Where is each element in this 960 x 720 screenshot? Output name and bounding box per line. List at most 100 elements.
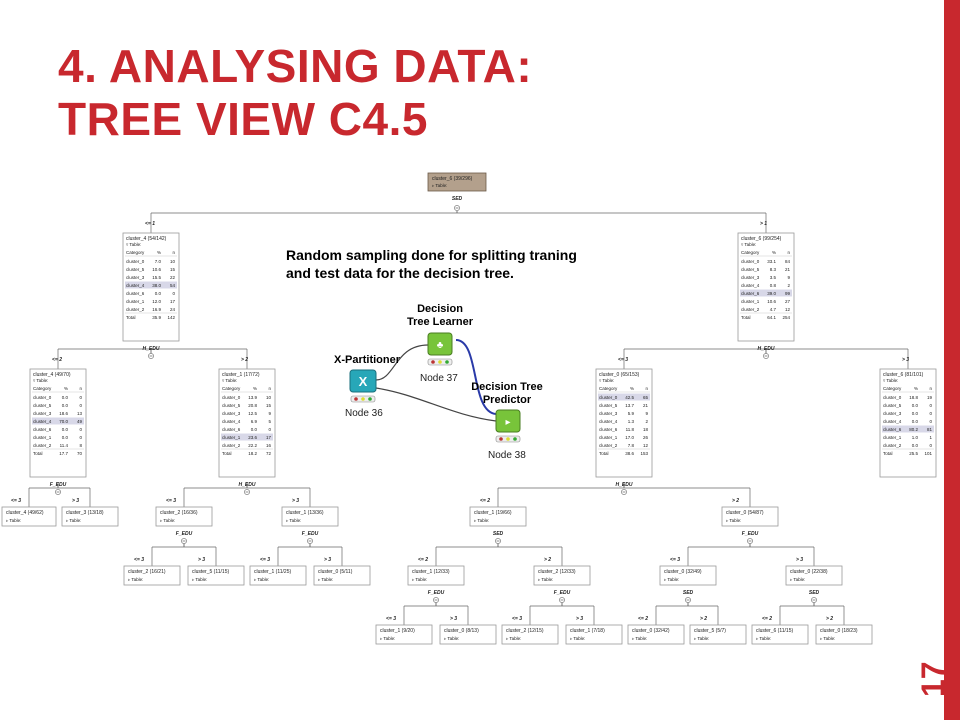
leaf-table-label: ▹ Table: — [192, 577, 207, 582]
tree-leaf[interactable]: cluster_2 (12/15)▹ Table: — [501, 624, 559, 645]
leaf-table-label: ▹ Table: — [506, 636, 521, 641]
leaf-table-label: ▹ Table: — [6, 518, 21, 523]
split-attribute-label: SED — [493, 531, 504, 537]
tree-leaf[interactable]: cluster_2 (16/21)▹ Table: — [123, 565, 181, 586]
tree-leaf[interactable]: cluster_5 (5/7)▹ Table: — [689, 624, 747, 645]
tree-leaf[interactable]: cluster_1 (13/36)▹ Table: — [281, 506, 339, 527]
tree-leaf[interactable]: cluster_3 (13/18)▹ Table: — [61, 506, 119, 527]
col-category-header: Category — [126, 250, 145, 255]
tree-node[interactable]: cluster_4 (49/70)▿ Table:Category%nclust… — [29, 368, 87, 478]
node-table-label: ▿ Table: — [599, 378, 614, 383]
connector-partitioner-predictor — [375, 387, 497, 422]
tree-leaf[interactable]: cluster_0 (32/42)▹ Table: — [627, 624, 685, 645]
tree-leaf[interactable]: cluster_1 (12/33)▹ Table: — [407, 565, 465, 586]
leaf-table-label: ▹ Table: — [380, 636, 395, 641]
tree-leaf[interactable]: cluster_4 (49/62)▹ Table: — [1, 506, 57, 527]
tree-leaf[interactable]: cluster_0 (54/87)▹ Table: — [721, 506, 779, 527]
cell-category: Total — [883, 451, 893, 456]
node-title: cluster_4 (49/70) — [33, 372, 71, 378]
node-table-label: ▿ Table: — [741, 242, 756, 247]
cell-n: 10 — [266, 395, 272, 400]
split-attribute-label: F_EDU — [554, 590, 571, 596]
highlight-row — [740, 289, 792, 297]
branch-condition-label: > 3 — [324, 557, 331, 563]
leaf-title: cluster_6 (11/15) — [756, 628, 793, 634]
node-table-label: ▿ Table: — [126, 242, 141, 247]
cell-pct: 39.0 — [767, 291, 776, 296]
highlight-row — [598, 393, 650, 401]
cell-category: cluster_5 — [126, 267, 145, 272]
cell-category: cluster_1 — [33, 435, 52, 440]
leaf-table-label: ▹ Table: — [694, 636, 709, 641]
tree-node[interactable]: cluster_6 (99/254)▿ Table:Category%nclus… — [737, 232, 795, 342]
branch-condition-label: > 1 — [760, 221, 767, 227]
tree-node[interactable]: cluster_4 (54/142)▿ Table:Category%nclus… — [122, 232, 180, 342]
cell-category: cluster_1 — [599, 435, 618, 440]
split-attribute-label: SED — [809, 590, 820, 596]
partitioner-node[interactable]: X — [349, 369, 377, 403]
predictor-node[interactable]: ▸ — [495, 409, 521, 443]
tree-leaf[interactable]: cluster_2 (12/33)▹ Table: — [533, 565, 591, 586]
learner-node[interactable]: ♣ — [427, 332, 453, 366]
col-n-header: n — [929, 386, 932, 391]
cell-n: 0 — [929, 419, 932, 424]
tree-learner-glyph-icon: ♣ — [437, 340, 444, 351]
cell-pct: 11.8 — [626, 427, 635, 432]
branch-condition-label: <= 2 — [52, 357, 62, 363]
leaf-box — [281, 506, 339, 527]
title-line-1: 4. ANALYSING DATA: — [58, 40, 533, 92]
tree-leaf[interactable]: cluster_0 (22/38)▹ Table: — [785, 565, 843, 586]
leaf-box — [187, 565, 245, 586]
col-pct-header: % — [253, 386, 257, 391]
cell-category: cluster_4 — [883, 419, 902, 424]
leaf-title: cluster_2 (16/21) — [128, 569, 166, 575]
leaf-table-label: ▹ Table: — [444, 636, 459, 641]
leaf-box — [375, 624, 433, 645]
tree-node[interactable]: cluster_0 (65/153)▿ Table:Category%nclus… — [595, 368, 653, 478]
leaf-title: cluster_3 (13/18) — [66, 510, 104, 516]
leaf-box — [249, 565, 307, 586]
cell-n: 9 — [268, 411, 271, 416]
branch-condition-label: > 2 — [700, 616, 707, 622]
leaf-table-label: ▹ Table: — [538, 577, 553, 582]
cell-n: 21 — [785, 267, 791, 272]
cell-pct: 0.0 — [251, 427, 258, 432]
cell-pct: 10.6 — [767, 299, 776, 304]
tree-leaf[interactable]: cluster_0 (5/11)▹ Table: — [313, 565, 371, 586]
root-title: cluster_6 (39/296) — [432, 176, 473, 182]
tree-leaf[interactable]: cluster_1 (7/18)▹ Table: — [565, 624, 623, 645]
tree-leaf[interactable]: cluster_0 (32/49)▹ Table: — [659, 565, 717, 586]
cell-n: 0 — [79, 403, 82, 408]
tree-node[interactable]: cluster_1 (17/72)▿ Table:Category%nclust… — [218, 368, 276, 478]
highlight-row — [32, 417, 84, 425]
leaf-table-label: ▹ Table: — [318, 577, 333, 582]
tree-leaf[interactable]: cluster_1 (11/25)▹ Table: — [249, 565, 307, 586]
cell-category: cluster_2 — [126, 307, 145, 312]
tree-leaf[interactable]: cluster_6 (11/15)▹ Table: — [751, 624, 809, 645]
highlight-row — [882, 425, 934, 433]
cell-category: cluster_6 — [741, 291, 760, 296]
tree-root-node[interactable]: cluster_6 (39/296)▹ Table: — [427, 172, 487, 192]
tree-leaf[interactable]: cluster_1 (9/20) ▹ Table: — [375, 624, 433, 645]
tree-leaf[interactable]: cluster_2 (16/36)▹ Table: — [155, 506, 213, 527]
leaf-box — [155, 506, 213, 527]
cell-category: Total — [741, 315, 751, 320]
leaf-title: cluster_0 (8/13) — [444, 628, 479, 634]
tree-leaf[interactable]: cluster_0 (18/23)▹ Table: — [815, 624, 873, 645]
split-attribute-label: SED — [452, 196, 463, 202]
cell-n: 70 — [77, 451, 83, 456]
tree-node[interactable]: cluster_6 (81/101)▿ Table:Category%nclus… — [879, 368, 937, 478]
cell-pct: 0.0 — [62, 403, 69, 408]
tree-leaf[interactable]: cluster_5 (11/15) ▹ Table: — [187, 565, 245, 586]
cell-pct: 0.0 — [155, 291, 162, 296]
tree-leaf[interactable]: cluster_1 (19/66)▹ Table: — [469, 506, 527, 527]
col-pct-header: % — [914, 386, 918, 391]
col-category-header: Category — [883, 386, 902, 391]
cell-category: cluster_4 — [33, 419, 52, 424]
leaf-title: cluster_1 (9/20) — [380, 628, 415, 634]
leaf-box — [313, 565, 371, 586]
tree-leaf[interactable]: cluster_0 (8/13) ▹ Table: — [439, 624, 497, 645]
cell-pct: 0.0 — [62, 427, 69, 432]
node-box — [218, 368, 276, 478]
leaf-title: cluster_5 (11/15) — [192, 569, 229, 575]
